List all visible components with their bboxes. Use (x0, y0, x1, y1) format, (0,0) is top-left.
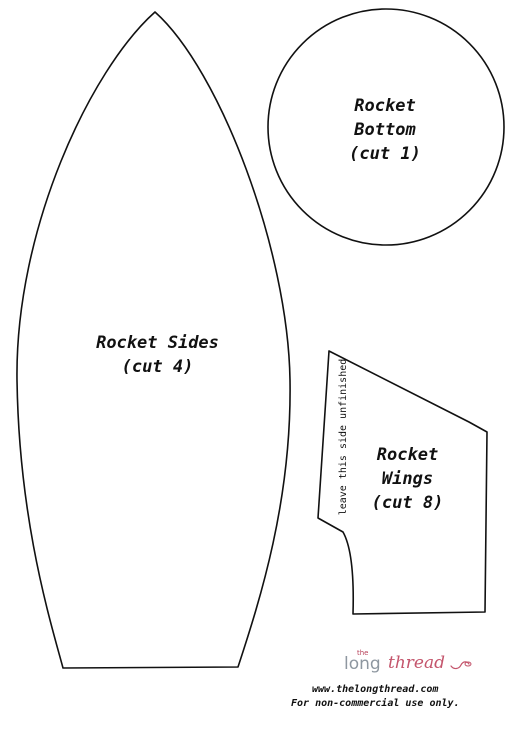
rocket-bottom-count: (cut 1) (349, 144, 421, 164)
rocket-sides-title: Rocket Sides (96, 333, 219, 353)
long-thread-logo: the long thread (330, 649, 480, 677)
logo-thread: thread (388, 653, 445, 673)
rocket-sides-label: Rocket Sides (cut 4) (60, 331, 255, 379)
usage-note: For non-commercial use only. (291, 698, 460, 709)
rocket-wings-count: (cut 8) (371, 493, 444, 513)
rocket-wings-label: Rocket Wings (cut 8) (335, 443, 480, 515)
rocket-wings-title-line1: Rocket (376, 445, 439, 465)
rocket-bottom-title-line2: Bottom (354, 120, 416, 140)
rocket-bottom-label: Rocket Bottom (cut 1) (310, 94, 460, 166)
needle-and-thread-icon (450, 661, 472, 670)
logo-the: the (357, 649, 369, 657)
rocket-sides-count: (cut 4) (121, 357, 194, 377)
logo-long: long (344, 654, 381, 674)
website-url: www.thelongthread.com (312, 684, 439, 695)
rocket-bottom-title-line1: Rocket (354, 96, 416, 116)
rocket-sides-outline (16, 11, 291, 669)
rocket-wings-outline (317, 350, 488, 615)
rocket-wings-title-line2: Wings (381, 469, 434, 489)
wing-edge-note: leave this side unfinished (338, 358, 349, 516)
rocket-bottom-outline (267, 8, 505, 246)
